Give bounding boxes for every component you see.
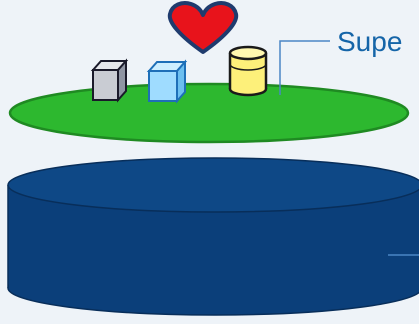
top-platform	[8, 82, 410, 144]
platform-ellipse	[8, 82, 410, 144]
yellow-cylinder-icon	[228, 45, 268, 97]
heart-icon	[167, 1, 239, 54]
base-cylinder-top	[7, 157, 419, 213]
top-callout: Supe	[279, 26, 402, 95]
light-blue-cube-icon	[146, 59, 188, 104]
callout-label: Supe	[337, 26, 402, 57]
gray-cube-icon	[90, 58, 129, 103]
base-cylinder	[7, 157, 419, 316]
top-callout-line	[279, 40, 330, 95]
